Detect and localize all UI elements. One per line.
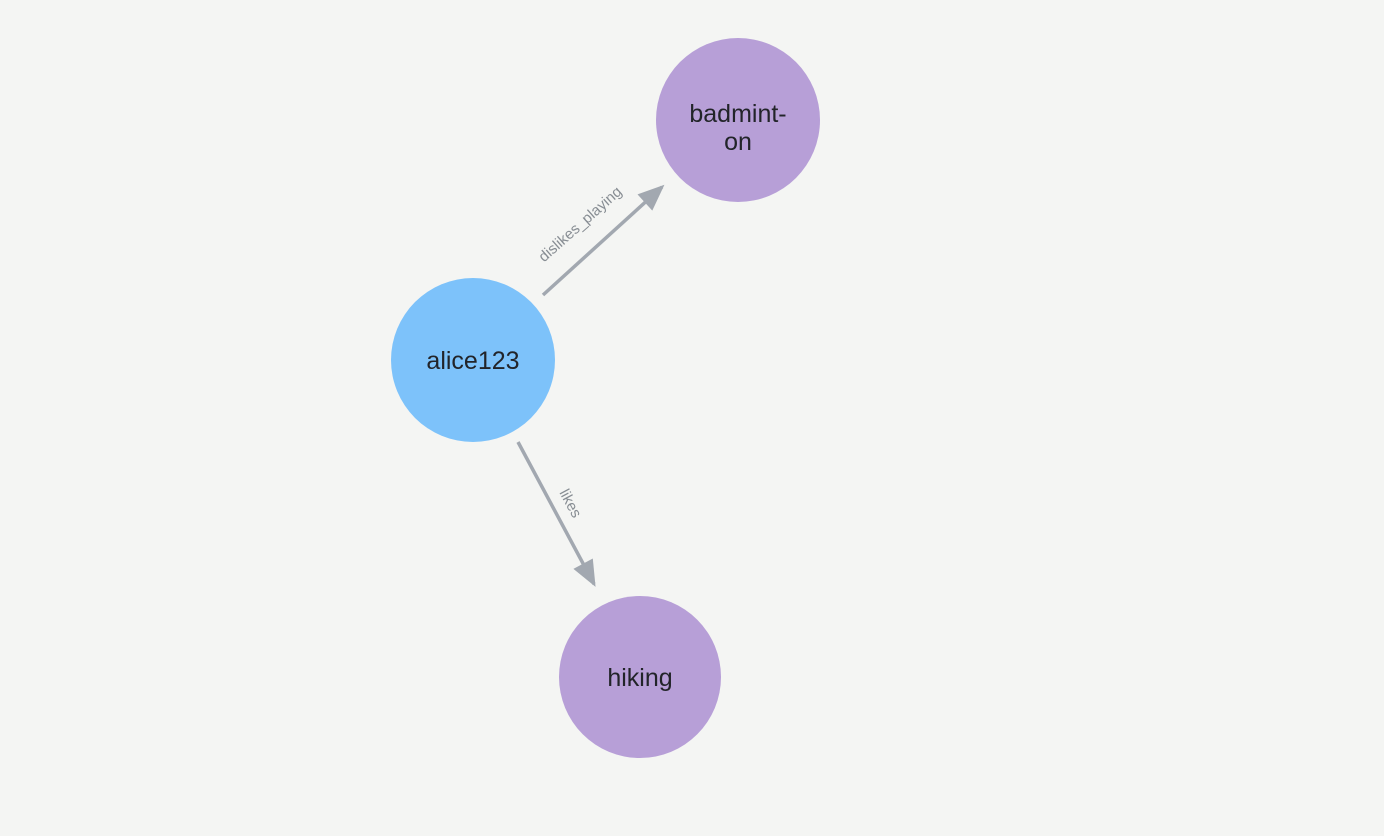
node-label-badminton-line1: badmint- <box>689 100 786 128</box>
node-circle-badminton[interactable] <box>656 38 820 202</box>
node-circle-hiking[interactable] <box>559 596 721 758</box>
node-hiking: hiking <box>559 596 721 758</box>
node-alice123: alice123 <box>391 278 555 442</box>
node-label-badminton-line2: on <box>724 128 752 156</box>
node-label-alice123: alice123 <box>426 347 519 375</box>
node-circle-alice123[interactable] <box>391 278 555 442</box>
node-label-hiking: hiking <box>607 664 672 692</box>
node-label-badminton: badmint-on <box>689 100 786 156</box>
edge-line-likes[interactable] <box>516 441 596 587</box>
node-badminton: badmint-on <box>656 38 820 202</box>
edge-line-dislikes-playing[interactable] <box>541 184 665 297</box>
